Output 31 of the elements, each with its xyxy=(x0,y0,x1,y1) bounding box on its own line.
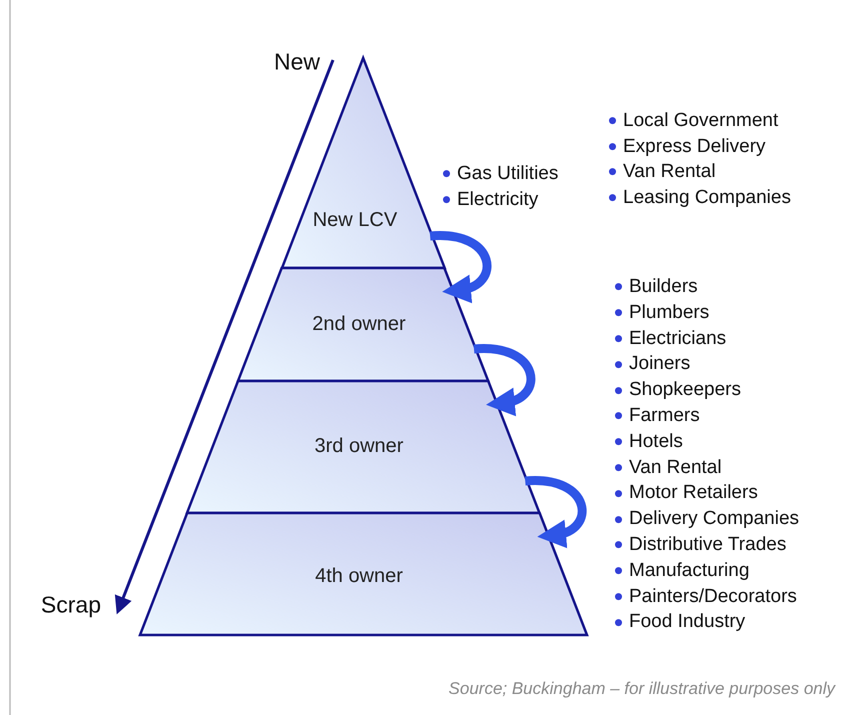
list-item: Farmers xyxy=(629,404,700,428)
list-item: Hotels xyxy=(629,430,683,454)
list-item: Van Rental xyxy=(623,160,716,184)
tier-label: 2nd owner xyxy=(312,312,406,337)
list-item: Joiners xyxy=(629,352,690,376)
list-item: Electricity xyxy=(457,188,538,212)
tier-label: 4th owner xyxy=(315,564,403,589)
list-item: Van Rental xyxy=(629,456,722,480)
list-item: Shopkeepers xyxy=(629,378,741,402)
arrow xyxy=(114,59,334,614)
tier-label: New LCV xyxy=(312,208,398,233)
list-item: Distributive Trades xyxy=(629,533,786,557)
list-item: Electricians xyxy=(629,326,726,350)
axis-label: Scrap xyxy=(40,594,101,616)
tier-label: 3rd owner xyxy=(314,434,404,459)
curved-arrow xyxy=(430,231,492,302)
source-note: Source; Buckingham – for illustrative purposes only xyxy=(448,678,835,700)
list-item: Leasing Companies xyxy=(623,186,791,210)
curved-arrow xyxy=(525,476,587,547)
list-item: Painters/Decorators xyxy=(629,584,797,608)
list-item: Express Delivery xyxy=(623,134,766,158)
list-item: Manufacturing xyxy=(629,558,750,583)
list-item: Plumbers xyxy=(629,300,710,325)
axis-label: New xyxy=(274,50,320,74)
list-item: Delivery Companies xyxy=(629,507,800,532)
list-item: Builders xyxy=(629,275,698,299)
list-item: Motor Retailers xyxy=(629,482,758,506)
list-item: Food Industry xyxy=(629,610,746,634)
list-item: Gas Utilities xyxy=(457,162,558,186)
curved-arrow xyxy=(474,344,536,415)
list-item: Local Government xyxy=(623,109,778,133)
